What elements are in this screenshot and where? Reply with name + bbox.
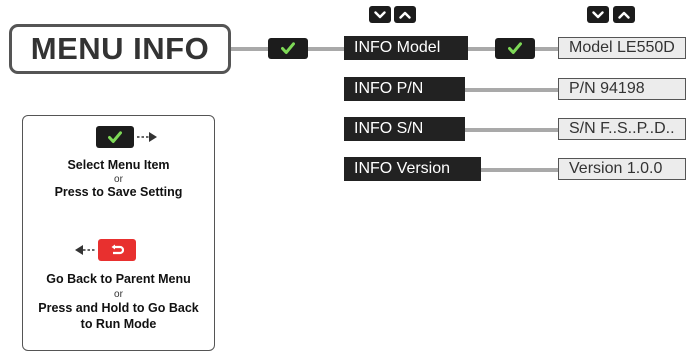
chevron-down-icon	[592, 10, 604, 18]
up-button[interactable]	[394, 6, 416, 23]
connector-line	[468, 47, 495, 51]
value-pn: P/N 94198	[558, 78, 686, 100]
connector-line	[465, 88, 560, 92]
legend-panel: Select Menu Item or Press to Save Settin…	[22, 115, 215, 351]
legend-back-button	[98, 239, 136, 261]
down-button[interactable]	[587, 6, 609, 23]
value-label: Version 1.0.0	[569, 160, 663, 177]
legend-check-button	[96, 126, 134, 148]
value-label: Model LE550D	[569, 39, 675, 56]
menu-item-label: INFO Model	[354, 39, 441, 56]
or-label: or	[114, 289, 123, 300]
save-label: Press to Save Setting	[54, 185, 183, 199]
connector-line	[535, 47, 558, 51]
menu-title: MENU INFO	[9, 24, 231, 74]
dashed-arrow-left-icon	[75, 245, 95, 255]
connector-line	[231, 47, 268, 51]
value-model: Model LE550D	[558, 37, 686, 59]
menu-item-label: INFO P/N	[354, 80, 424, 97]
menu-item-info-model[interactable]: INFO Model	[344, 36, 468, 60]
connector-line	[308, 47, 344, 51]
menu-item-label: INFO Version	[354, 160, 451, 177]
value-version: Version 1.0.0	[558, 158, 686, 180]
menu-title-label: MENU INFO	[30, 31, 210, 66]
menu-item-info-sn[interactable]: INFO S/N	[344, 117, 465, 141]
chevron-up-icon	[618, 11, 630, 19]
select-label: Select Menu Item	[67, 158, 170, 172]
connector-line	[481, 168, 560, 172]
check-icon	[281, 42, 295, 54]
value-sn: S/N F..S..P..D..	[558, 118, 686, 140]
menu-item-info-version[interactable]: INFO Version	[344, 157, 481, 181]
connector-line	[465, 128, 560, 132]
back-label: Go Back to Parent Menu	[46, 272, 191, 286]
chevron-up-icon	[399, 11, 411, 19]
down-button[interactable]	[369, 6, 391, 23]
dashed-arrow-right-icon	[137, 132, 157, 142]
check-icon	[508, 42, 522, 54]
value-label: S/N F..S..P..D..	[569, 120, 675, 137]
up-button[interactable]	[613, 6, 635, 23]
return-arrow-icon	[111, 244, 124, 255]
check-icon	[108, 130, 122, 143]
value-label: P/N 94198	[569, 80, 645, 97]
menu-item-info-pn[interactable]: INFO P/N	[344, 77, 465, 101]
check-button[interactable]	[495, 38, 535, 59]
hold-label-line1: Press and Hold to Go Back	[38, 301, 199, 315]
menu-item-label: INFO S/N	[354, 120, 424, 137]
chevron-down-icon	[374, 10, 386, 18]
check-button[interactable]	[268, 38, 308, 59]
or-label: or	[114, 174, 123, 185]
hold-label-line2: to Run Mode	[80, 317, 157, 331]
